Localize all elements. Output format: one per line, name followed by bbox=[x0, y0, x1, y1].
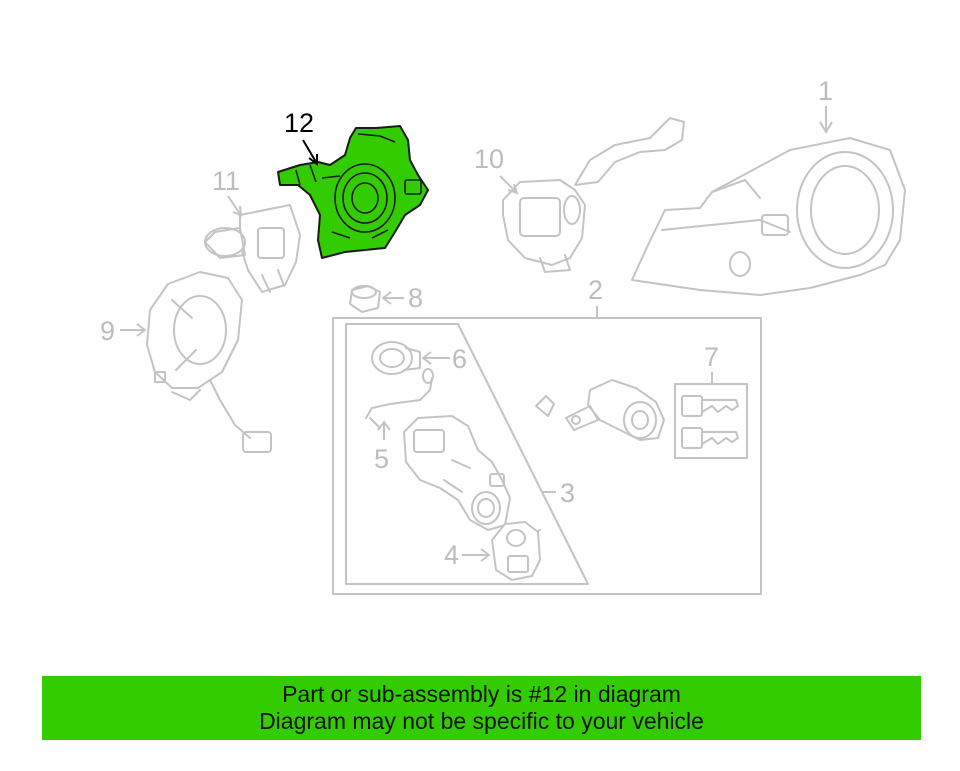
leader-1 bbox=[819, 106, 833, 134]
part-7-keys bbox=[674, 383, 748, 459]
leader-12 bbox=[302, 139, 318, 166]
leader-4 bbox=[462, 548, 491, 562]
callout-6: 6 bbox=[452, 344, 467, 374]
part-9-clock-spring bbox=[146, 271, 272, 453]
callout-9: 9 bbox=[100, 316, 115, 346]
info-banner: Part or sub-assembly is #12 in diagram D… bbox=[42, 676, 921, 740]
part-1-column-cover bbox=[631, 137, 906, 296]
leader-5 bbox=[377, 420, 391, 440]
callout-8: 8 bbox=[408, 283, 423, 313]
part-3-lock-body bbox=[403, 415, 541, 545]
leader-6 bbox=[421, 351, 450, 365]
callout-12: 12 bbox=[284, 108, 314, 138]
part-6-housing bbox=[371, 341, 421, 375]
callout-3: 3 bbox=[560, 478, 575, 508]
leader-11 bbox=[227, 195, 243, 217]
part-5-cable bbox=[365, 368, 434, 429]
leader-10 bbox=[499, 175, 519, 195]
banner-line-disclaimer: Diagram may not be specific to your vehi… bbox=[259, 708, 704, 734]
callout-4: 4 bbox=[444, 540, 459, 570]
callout-2: 2 bbox=[588, 275, 603, 305]
callout-11: 11 bbox=[212, 166, 240, 196]
part-8-plug bbox=[349, 285, 381, 313]
banner-line-part: Part or sub-assembly is #12 in diagram bbox=[282, 681, 681, 707]
leader-8 bbox=[381, 291, 404, 305]
leader-9 bbox=[120, 323, 147, 337]
callout-7: 7 bbox=[704, 342, 719, 372]
part-3-box bbox=[345, 323, 589, 585]
part-2-box bbox=[332, 317, 762, 595]
part-4-ignition-switch bbox=[491, 521, 541, 581]
part-2-lock-cylinder bbox=[535, 379, 665, 441]
parts-diagram: 1 10 11 12 8 bbox=[100, 76, 906, 595]
callout-1: 1 bbox=[818, 76, 833, 106]
part-11-switch bbox=[204, 204, 301, 293]
callout-10: 10 bbox=[474, 144, 504, 174]
part-10-combination-switch bbox=[502, 117, 685, 273]
part-12-spiral-cable bbox=[277, 125, 429, 259]
callout-5: 5 bbox=[374, 444, 389, 474]
